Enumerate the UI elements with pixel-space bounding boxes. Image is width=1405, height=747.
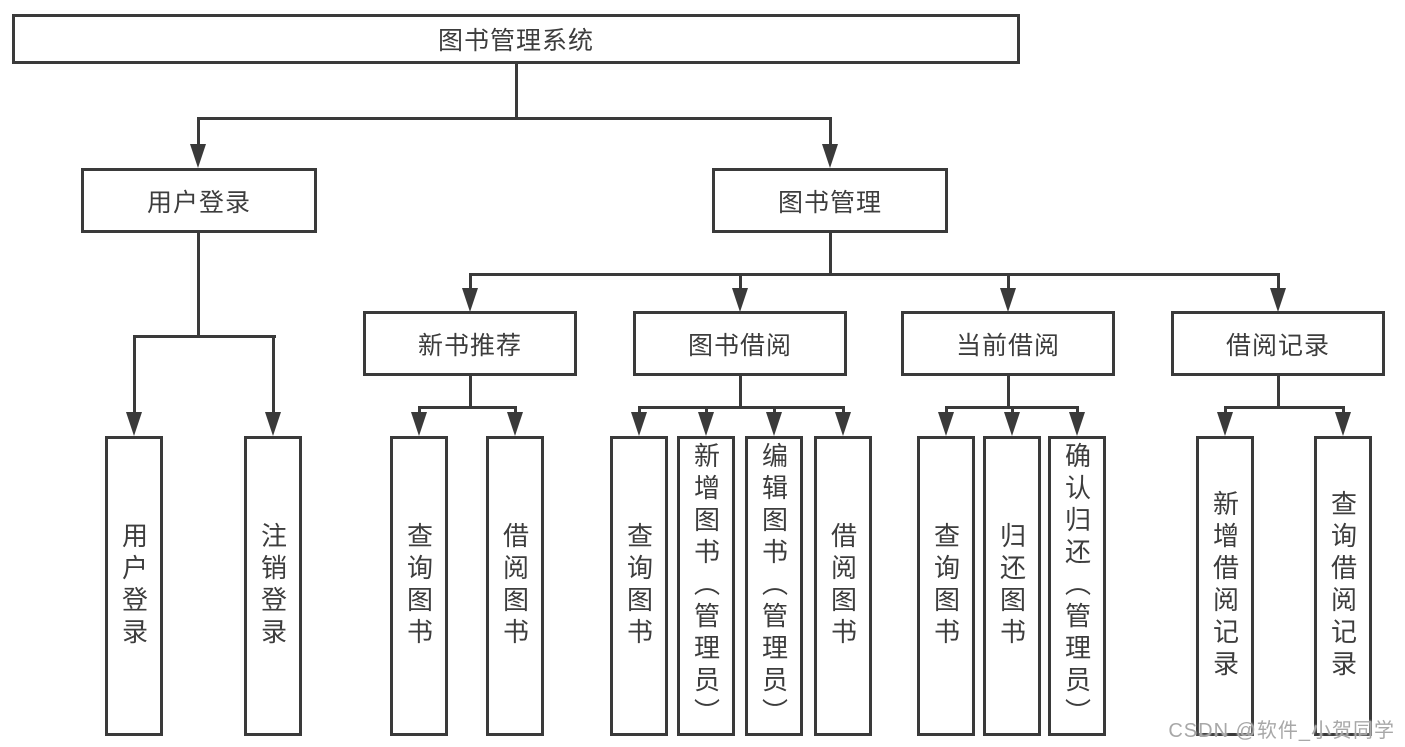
arrow-to-leaf-add-record (1217, 406, 1233, 436)
leaf-borrow-books-1: 借阅图书 (486, 436, 544, 736)
leaf-add-borrow-record: 新增借阅记录 (1196, 436, 1254, 736)
node-user-login: 用户登录 (81, 168, 317, 233)
csdn-watermark: CSDN @软件_小贺同学 (1168, 720, 1395, 742)
node-book-borrowing: 图书借阅 (633, 311, 847, 376)
node-new-book-recommend: 新书推荐 (363, 311, 577, 376)
connector-book-management-branch (468, 273, 1280, 276)
leaf-edit-book-admin: 编辑图书（管理员） (745, 436, 803, 736)
arrow-to-leaf-borrow-books-2 (835, 406, 851, 436)
arrow-to-user-login (190, 117, 206, 168)
arrow-to-borrowing-records (1270, 273, 1286, 312)
connector-root-stem (514, 64, 518, 120)
arrow-to-leaf-borrow-books-1 (507, 406, 523, 436)
leaf-return-book: 归还图书 (983, 436, 1041, 736)
leaf-user-login: 用户登录 (105, 436, 163, 736)
arrow-to-leaf-query-books-3 (938, 406, 954, 436)
connector-root-branch (196, 117, 832, 120)
connector-borrowing-records-branch (1223, 406, 1345, 409)
node-book-management: 图书管理 (712, 168, 948, 233)
connector-user-login-stem (196, 233, 200, 337)
arrow-to-current-borrowing (1000, 273, 1016, 312)
connector-new-book-recommend-stem (468, 376, 472, 408)
connector-user-login-branch (132, 335, 276, 338)
arrow-to-leaf-query-books-1 (411, 406, 427, 436)
arrow-to-book-borrowing (732, 273, 748, 312)
leaf-confirm-return-admin: 确认归还（管理员） (1048, 436, 1106, 736)
arrow-to-leaf-query-record (1335, 406, 1351, 436)
arrow-to-new-book-recommend (462, 273, 478, 312)
arrow-to-leaf-query-books-2 (631, 406, 647, 436)
connector-new-book-recommend-branch (417, 406, 517, 409)
connector-borrowing-records-stem (1276, 376, 1280, 408)
arrow-to-book-management (822, 117, 838, 168)
leaf-logout: 注销登录 (244, 436, 302, 736)
connector-book-borrowing-stem (738, 376, 742, 408)
leaf-query-borrow-record: 查询借阅记录 (1314, 436, 1372, 736)
connector-book-borrowing-branch (637, 406, 845, 409)
arrow-to-leaf-add-book (698, 406, 714, 436)
arrow-to-leaf-logout (265, 335, 281, 436)
connector-current-borrowing-stem (1006, 376, 1010, 408)
leaf-query-books-2: 查询图书 (610, 436, 668, 736)
leaf-query-books-1: 查询图书 (390, 436, 448, 736)
node-borrowing-records: 借阅记录 (1171, 311, 1385, 376)
leaf-query-books-3: 查询图书 (917, 436, 975, 736)
arrow-to-leaf-return-book (1004, 406, 1020, 436)
leaf-borrow-books-2: 借阅图书 (814, 436, 872, 736)
node-library-system: 图书管理系统 (12, 14, 1020, 64)
arrow-to-leaf-edit-book (766, 406, 782, 436)
arrow-to-leaf-confirm-return (1069, 406, 1085, 436)
node-current-borrowing: 当前借阅 (901, 311, 1115, 376)
leaf-add-book-admin: 新增图书（管理员） (677, 436, 735, 736)
arrow-to-leaf-user-login (126, 335, 142, 436)
connector-book-management-stem (828, 233, 832, 275)
